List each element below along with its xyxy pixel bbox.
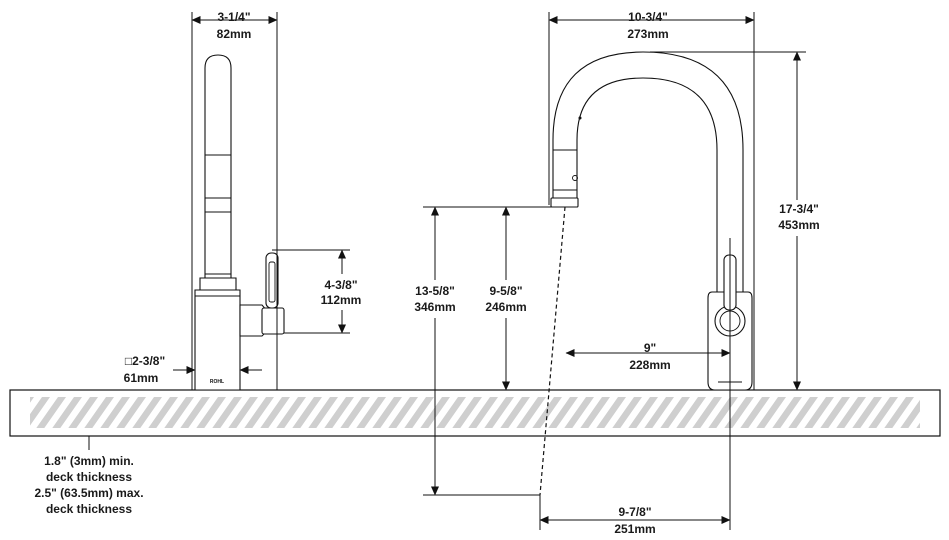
pullout-hose-path (539, 206, 566, 496)
spout-to-center-dimension: 9" 228mm (565, 238, 731, 530)
spout-clearance-imperial: 13-5/8" (415, 284, 455, 298)
side-base-dimension: □2-3/8" 61mm (124, 354, 262, 385)
svg-text:□2-3/8": □2-3/8" (125, 354, 165, 368)
side-view-logo: ROHL (210, 379, 224, 385)
side-handle-height-imperial: 4-3/8" (324, 278, 357, 292)
deck-thickness-note: 1.8" (3mm) min. deck thickness 2.5" (63.… (34, 436, 144, 516)
aerator-height-imperial: 9-5/8" (489, 284, 522, 298)
front-reach-dimension: 10-3/4" 273mm (548, 10, 755, 390)
side-base-metric: 61mm (124, 371, 159, 385)
front-height-metric: 453mm (778, 218, 819, 232)
front-reach-imperial: 10-3/4" (628, 10, 668, 24)
spout-clearance-dimension: 13-5/8" 346mm (414, 206, 552, 496)
countertop-deck (9, 389, 941, 437)
aerator-height-dimension: 9-5/8" 246mm (485, 206, 527, 391)
front-height-imperial: 17-3/4" (779, 202, 819, 216)
front-height-dimension: 17-3/4" 453mm (650, 51, 820, 391)
side-width-imperial: 3-1/4" (217, 10, 250, 24)
pullout-reach-imperial: 9-7/8" (618, 505, 651, 519)
front-reach-metric: 273mm (627, 27, 668, 41)
side-base-imperial: 2-3/8" (132, 354, 165, 368)
side-width-dimension: 3-1/4" 82mm (191, 10, 278, 390)
side-view-faucet: ROHL (194, 54, 285, 391)
aerator-height-metric: 246mm (485, 300, 526, 314)
deck-note-line3: 2.5" (63.5mm) max. (34, 486, 143, 500)
spout-clearance-metric: 346mm (414, 300, 455, 314)
side-width-metric: 82mm (217, 27, 252, 41)
spout-to-center-metric: 228mm (629, 358, 670, 372)
deck-note-line1: 1.8" (3mm) min. (44, 454, 134, 468)
deck-note-line4: deck thickness (46, 502, 132, 516)
pullout-reach-dimension: 9-7/8" 251mm (539, 495, 731, 536)
side-handle-height-dimension: 4-3/8" 112mm (272, 249, 362, 334)
square-symbol: □ (125, 354, 132, 368)
side-handle-height-metric: 112mm (321, 293, 362, 307)
spout-to-center-imperial: 9" (644, 341, 656, 355)
pullout-reach-metric: 251mm (614, 522, 655, 536)
front-view-faucet (550, 51, 753, 391)
deck-note-line2: deck thickness (46, 470, 132, 484)
